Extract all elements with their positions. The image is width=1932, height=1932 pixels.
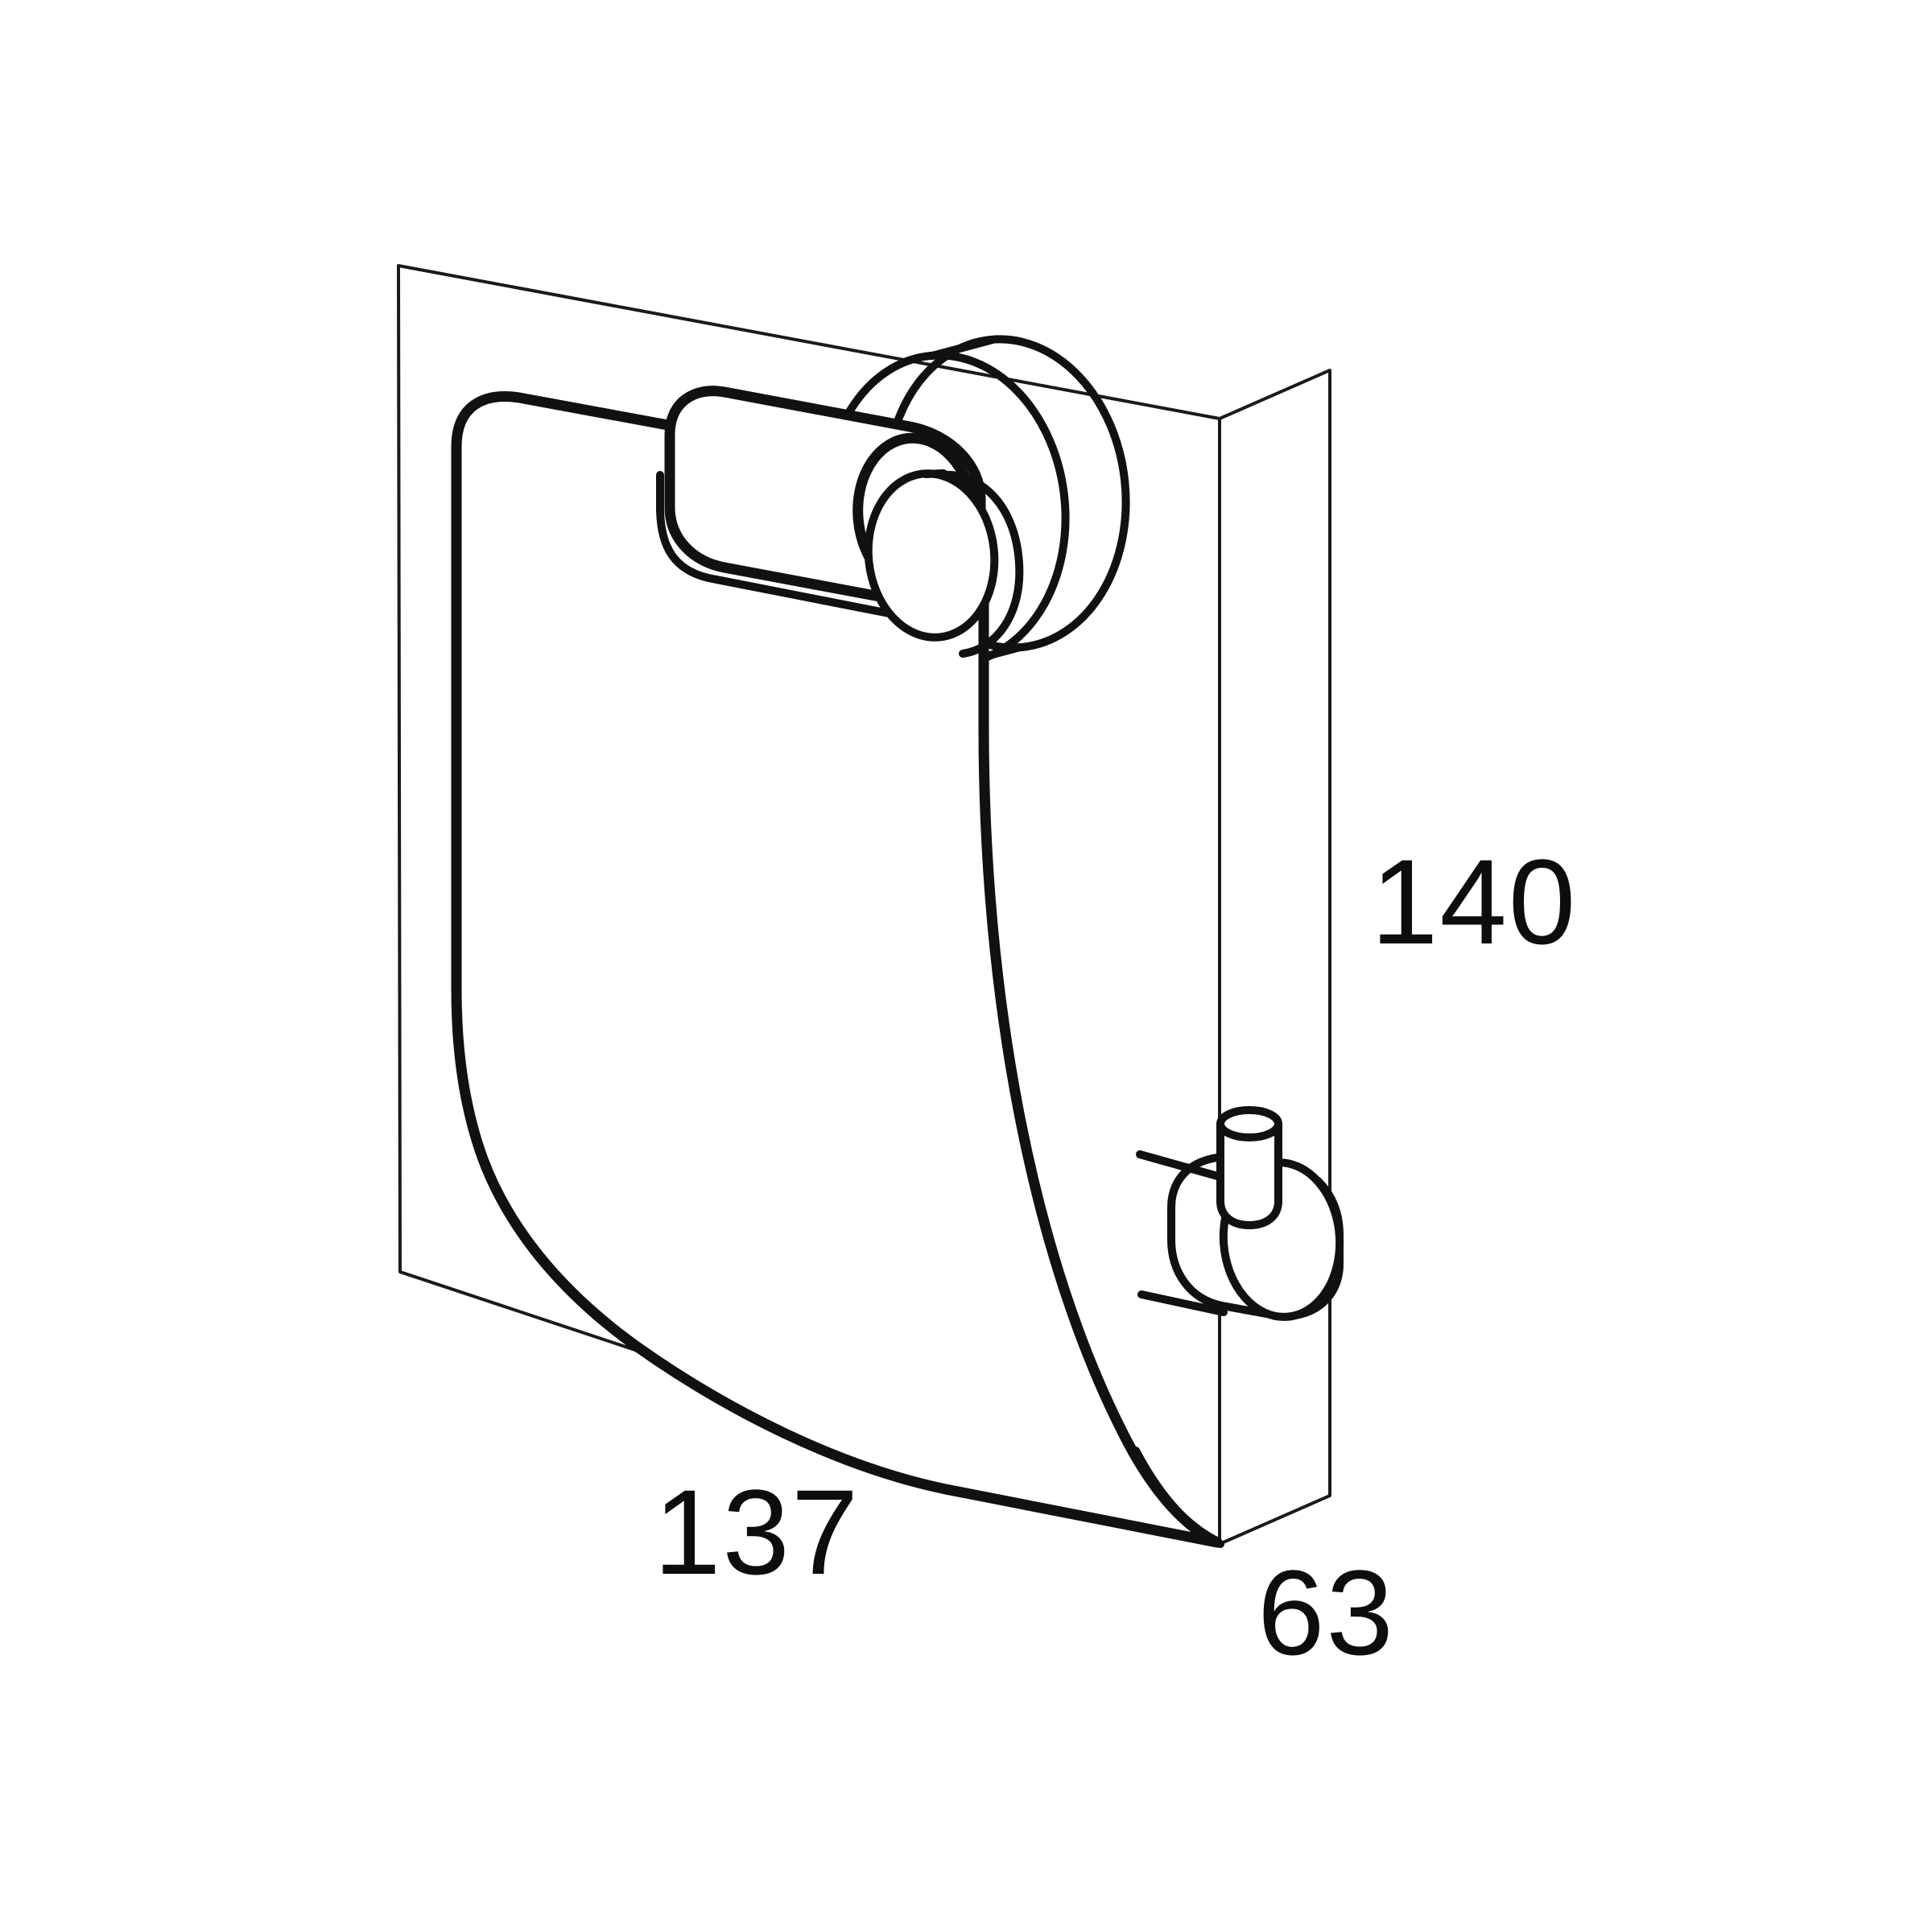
dimension-depth-63: 63 (1257, 1545, 1395, 1680)
rosette-hub-back-arc (936, 470, 1024, 658)
dimension-width-137: 137 (654, 1464, 860, 1600)
lower-knob (1136, 1106, 1344, 1321)
rosette-hub-top-link (922, 469, 947, 478)
knob-lower-bracket-line (1137, 1290, 1228, 1316)
knob-upper-bracket-line (1136, 1150, 1224, 1181)
rosette-top-tangent (928, 336, 997, 360)
dimension-height-140: 140 (1371, 834, 1577, 969)
dimension-labels: 140 137 63 (654, 834, 1577, 1680)
wall-plate-side-face (1218, 369, 1331, 1546)
knob-post-top (1216, 1106, 1282, 1141)
knob-post (1216, 1121, 1282, 1229)
rosette-hub (864, 469, 1024, 658)
cover-flap-edge-thickness (1132, 1447, 1224, 1548)
